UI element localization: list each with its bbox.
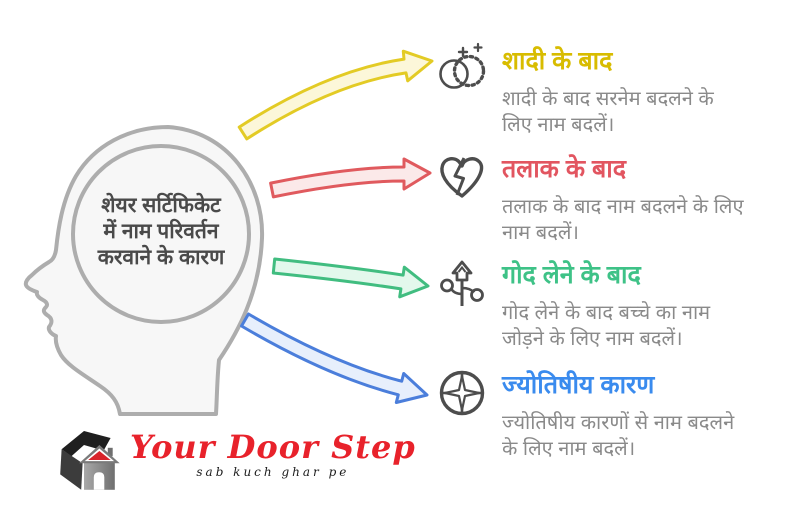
- head-title: शेयर सर्टिफिकेट में नाम परिवर्तन करवाने …: [73, 193, 249, 271]
- head-title-line: शेयर सर्टिफिकेट: [101, 194, 221, 217]
- arrow-adoption: [271, 257, 430, 299]
- arrow-divorce: [269, 157, 432, 199]
- item-title: शादी के बाद: [502, 47, 613, 75]
- arrow-astrology: [240, 312, 429, 404]
- wedding-rings-icon: [439, 42, 486, 89]
- item-description: गोद लेने के बाद बच्चे का नाम जोड़ने के ल…: [502, 302, 711, 350]
- item-description: तलाक के बाद नाम बदलने के लिए नाम बदलें।: [502, 196, 744, 244]
- item-divorce: तलाक के बाद तलाक के बाद नाम बदलने के लिए…: [433, 148, 744, 246]
- item-title: गोद लेने के बाद: [502, 261, 641, 289]
- logo-tagline: sab kuch ghar pe: [196, 465, 350, 479]
- item-adoption: गोद लेने के बाद गोद लेने के बाद बच्चे का…: [433, 254, 710, 352]
- astrology-compass-icon: [439, 370, 485, 416]
- item-description: शादी के बाद सरनेम बदलने के लिए नाम बदलें…: [502, 88, 714, 136]
- head-title-line: में नाम परिवर्तन: [103, 220, 219, 243]
- logo-wordmark: Your Door Step: [130, 428, 416, 466]
- your-door-step-logo: Your Door Step sab kuch ghar pe: [56, 423, 416, 495]
- item-astrology: ज्योतिषीय कारण ज्योतिषीय कारणों से नाम ब…: [433, 364, 734, 462]
- adoption-branches-icon: [440, 260, 484, 307]
- broken-heart-icon: [440, 157, 484, 198]
- item-description: ज्योतिषीय कारणों से नाम बदलने के लिए नाम…: [502, 412, 735, 460]
- item-title: ज्योतिषीय कारण: [502, 371, 655, 399]
- arrow-marriage: [237, 49, 434, 141]
- item-marriage: शादी के बाद शादी के बाद सरनेम बदलने के ल…: [433, 40, 714, 138]
- house-logo-icon: [60, 431, 120, 490]
- head-title-line: करवाने के कारण: [97, 246, 225, 269]
- item-title: तलाक के बाद: [502, 155, 626, 183]
- brain-circle: [71, 144, 251, 324]
